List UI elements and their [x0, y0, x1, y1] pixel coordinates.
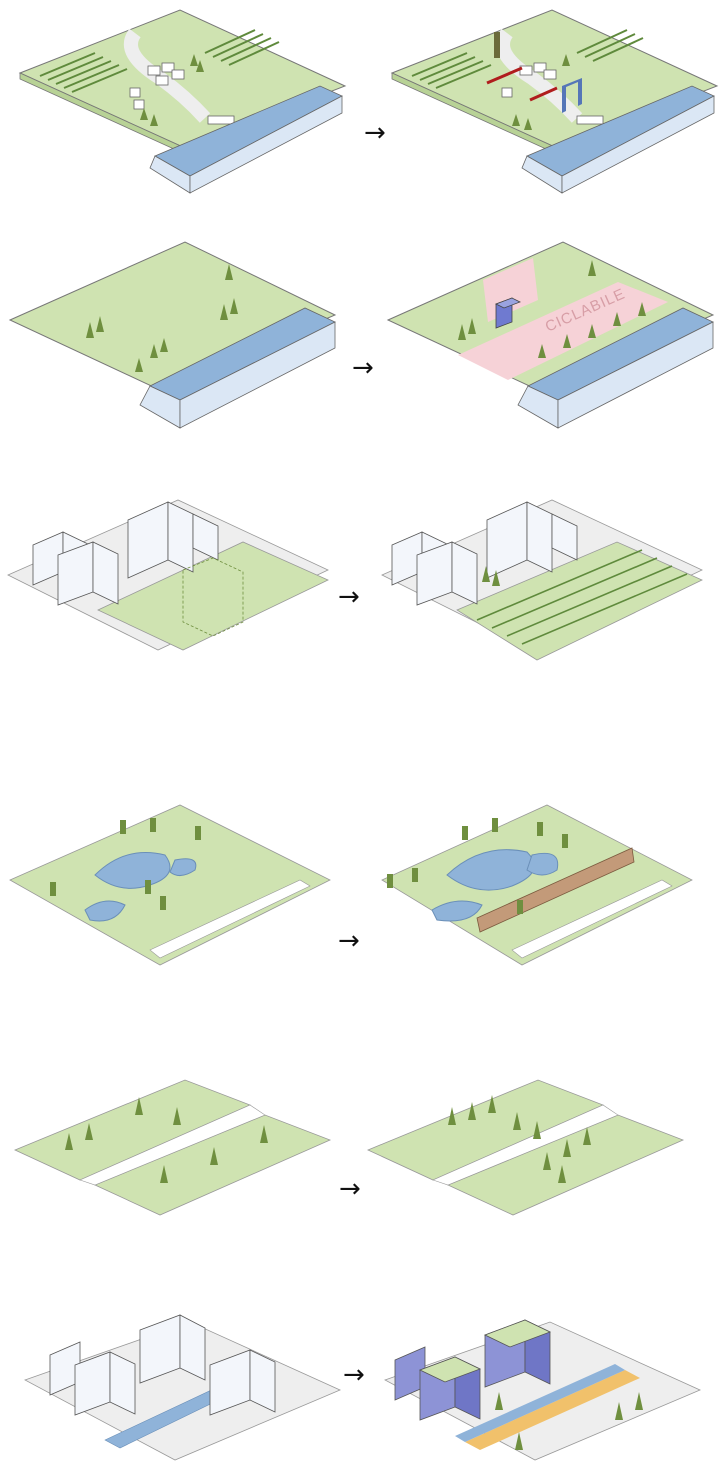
arrow-right: → — [343, 1360, 365, 1390]
arrow-right: → — [352, 353, 374, 383]
trees — [65, 1097, 268, 1183]
yellow-path — [465, 1370, 640, 1450]
arrow-right: → — [338, 926, 360, 956]
gate — [562, 78, 582, 113]
trees — [50, 818, 201, 910]
tower — [494, 32, 500, 58]
red-barriers — [486, 66, 558, 102]
ghost-volume — [182, 557, 244, 637]
buildings — [49, 1314, 276, 1416]
canal — [455, 1364, 625, 1442]
crop-rows — [39, 29, 280, 93]
green-corridor-before — [14, 1079, 332, 1216]
farm-river-before — [18, 9, 347, 194]
wooden-fence — [476, 847, 635, 933]
green-roofs-after — [384, 1319, 701, 1461]
urban-garden-before — [7, 499, 329, 651]
trees — [140, 54, 204, 126]
green-roofs-before — [24, 1314, 341, 1461]
buildings — [32, 501, 219, 606]
wetland-before — [9, 804, 331, 966]
arrow-right: → — [338, 582, 360, 612]
road — [149, 879, 311, 959]
road — [79, 1104, 266, 1186]
arrow-right: → — [339, 1174, 361, 1204]
green-corridor-after — [367, 1079, 685, 1216]
urban-garden-after — [381, 499, 703, 661]
riverbank-after: CICLABILE — [386, 241, 715, 429]
cycle-lane — [458, 282, 668, 380]
bridge — [207, 115, 235, 125]
riverbank-before — [8, 241, 337, 429]
wetland-after — [381, 804, 693, 966]
crop-rows — [476, 549, 688, 645]
green-roof-buildings — [394, 1319, 552, 1421]
farm-river-after — [390, 9, 719, 194]
arrow-right: → — [364, 118, 386, 148]
houses — [129, 62, 185, 110]
trees — [86, 264, 238, 372]
